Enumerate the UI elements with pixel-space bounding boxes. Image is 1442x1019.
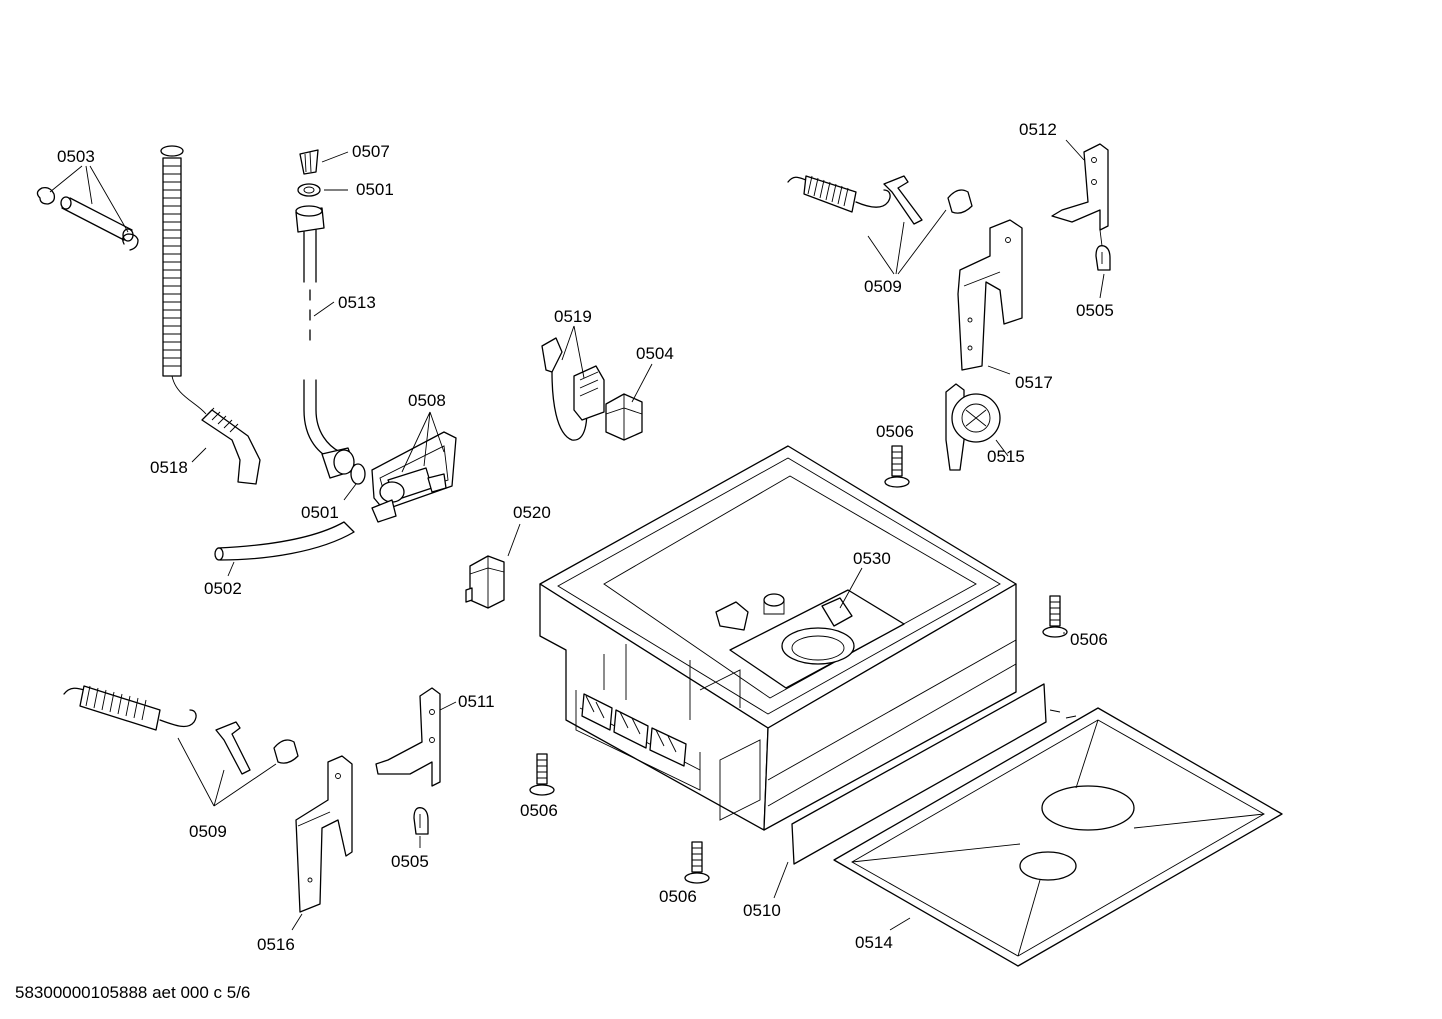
- part-0516-bracket: [295, 755, 353, 913]
- callout-0514: 0514: [855, 933, 893, 952]
- part-0506-screw-d: [684, 841, 710, 884]
- part-0505-clip-top: [1095, 245, 1111, 271]
- part-0518-drain-hose: [160, 145, 261, 485]
- base-tub-assembly: [539, 445, 1017, 831]
- callout-0509-bottom: 0509: [189, 822, 227, 841]
- part-0513-inlet-hose: [295, 205, 357, 479]
- part-0510-strip: [791, 683, 1047, 865]
- callout-0506-d: 0506: [659, 887, 697, 906]
- callout-0503: 0503: [57, 147, 95, 166]
- callout-0506-c: 0506: [520, 801, 558, 820]
- callout-0520: 0520: [513, 503, 551, 522]
- callout-0506-a: 0506: [876, 422, 914, 441]
- part-0506-screw-b: [1042, 595, 1068, 638]
- callout-0519: 0519: [554, 307, 592, 326]
- callout-0530: 0530: [853, 549, 891, 568]
- callout-0505-top: 0505: [1076, 301, 1114, 320]
- callout-0508: 0508: [408, 391, 446, 410]
- callout-0506-b: 0506: [1070, 630, 1108, 649]
- part-0504-plug: [605, 393, 643, 441]
- part-0512-bracket: [1051, 143, 1109, 247]
- callout-0511: 0511: [458, 692, 495, 711]
- part-0501-seal-bottom: [350, 463, 366, 485]
- part-0505-clip-bottom: [413, 807, 429, 835]
- part-0501-seal-top: [297, 183, 321, 197]
- part-0503-tube: [36, 186, 139, 251]
- callout-0502: 0502: [204, 579, 242, 598]
- part-0507-filter: [299, 149, 319, 175]
- part-0515-pump: [945, 383, 1001, 471]
- callout-0504: 0504: [636, 344, 674, 363]
- callout-0518: 0518: [150, 458, 188, 477]
- callout-0515: 0515: [987, 447, 1025, 466]
- callout-0510: 0510: [743, 901, 781, 920]
- part-0517-bracket: [957, 219, 1023, 371]
- drawing-reference-footer: 58300000105888 aet 000 c 5/6: [15, 983, 250, 1002]
- callout-0505-bottom: 0505: [391, 852, 429, 871]
- callout-0512: 0512: [1019, 120, 1057, 139]
- part-0509-spring-bottom: [63, 685, 299, 775]
- callout-0517: 0517: [1015, 373, 1053, 392]
- part-0514-base-plate: [833, 707, 1283, 967]
- part-0502-hose: [214, 521, 355, 561]
- callout-0516: 0516: [257, 935, 295, 954]
- part-0506-screw-c: [529, 753, 555, 796]
- part-0519-cable: [541, 337, 605, 441]
- leader-lines: [49, 139, 1105, 931]
- part-0520-connector: [465, 555, 505, 609]
- part-0506-screw-a: [884, 445, 910, 488]
- callout-0501-top: 0501: [356, 180, 394, 199]
- part-0509-spring-top: [787, 175, 973, 225]
- callout-0513: 0513: [338, 293, 376, 312]
- callout-0509-top: 0509: [864, 277, 902, 296]
- part-0511-bracket: [375, 687, 441, 787]
- callout-0501-bottom: 0501: [301, 503, 339, 522]
- callout-0507: 0507: [352, 142, 390, 161]
- part-0508-valve: [371, 431, 457, 523]
